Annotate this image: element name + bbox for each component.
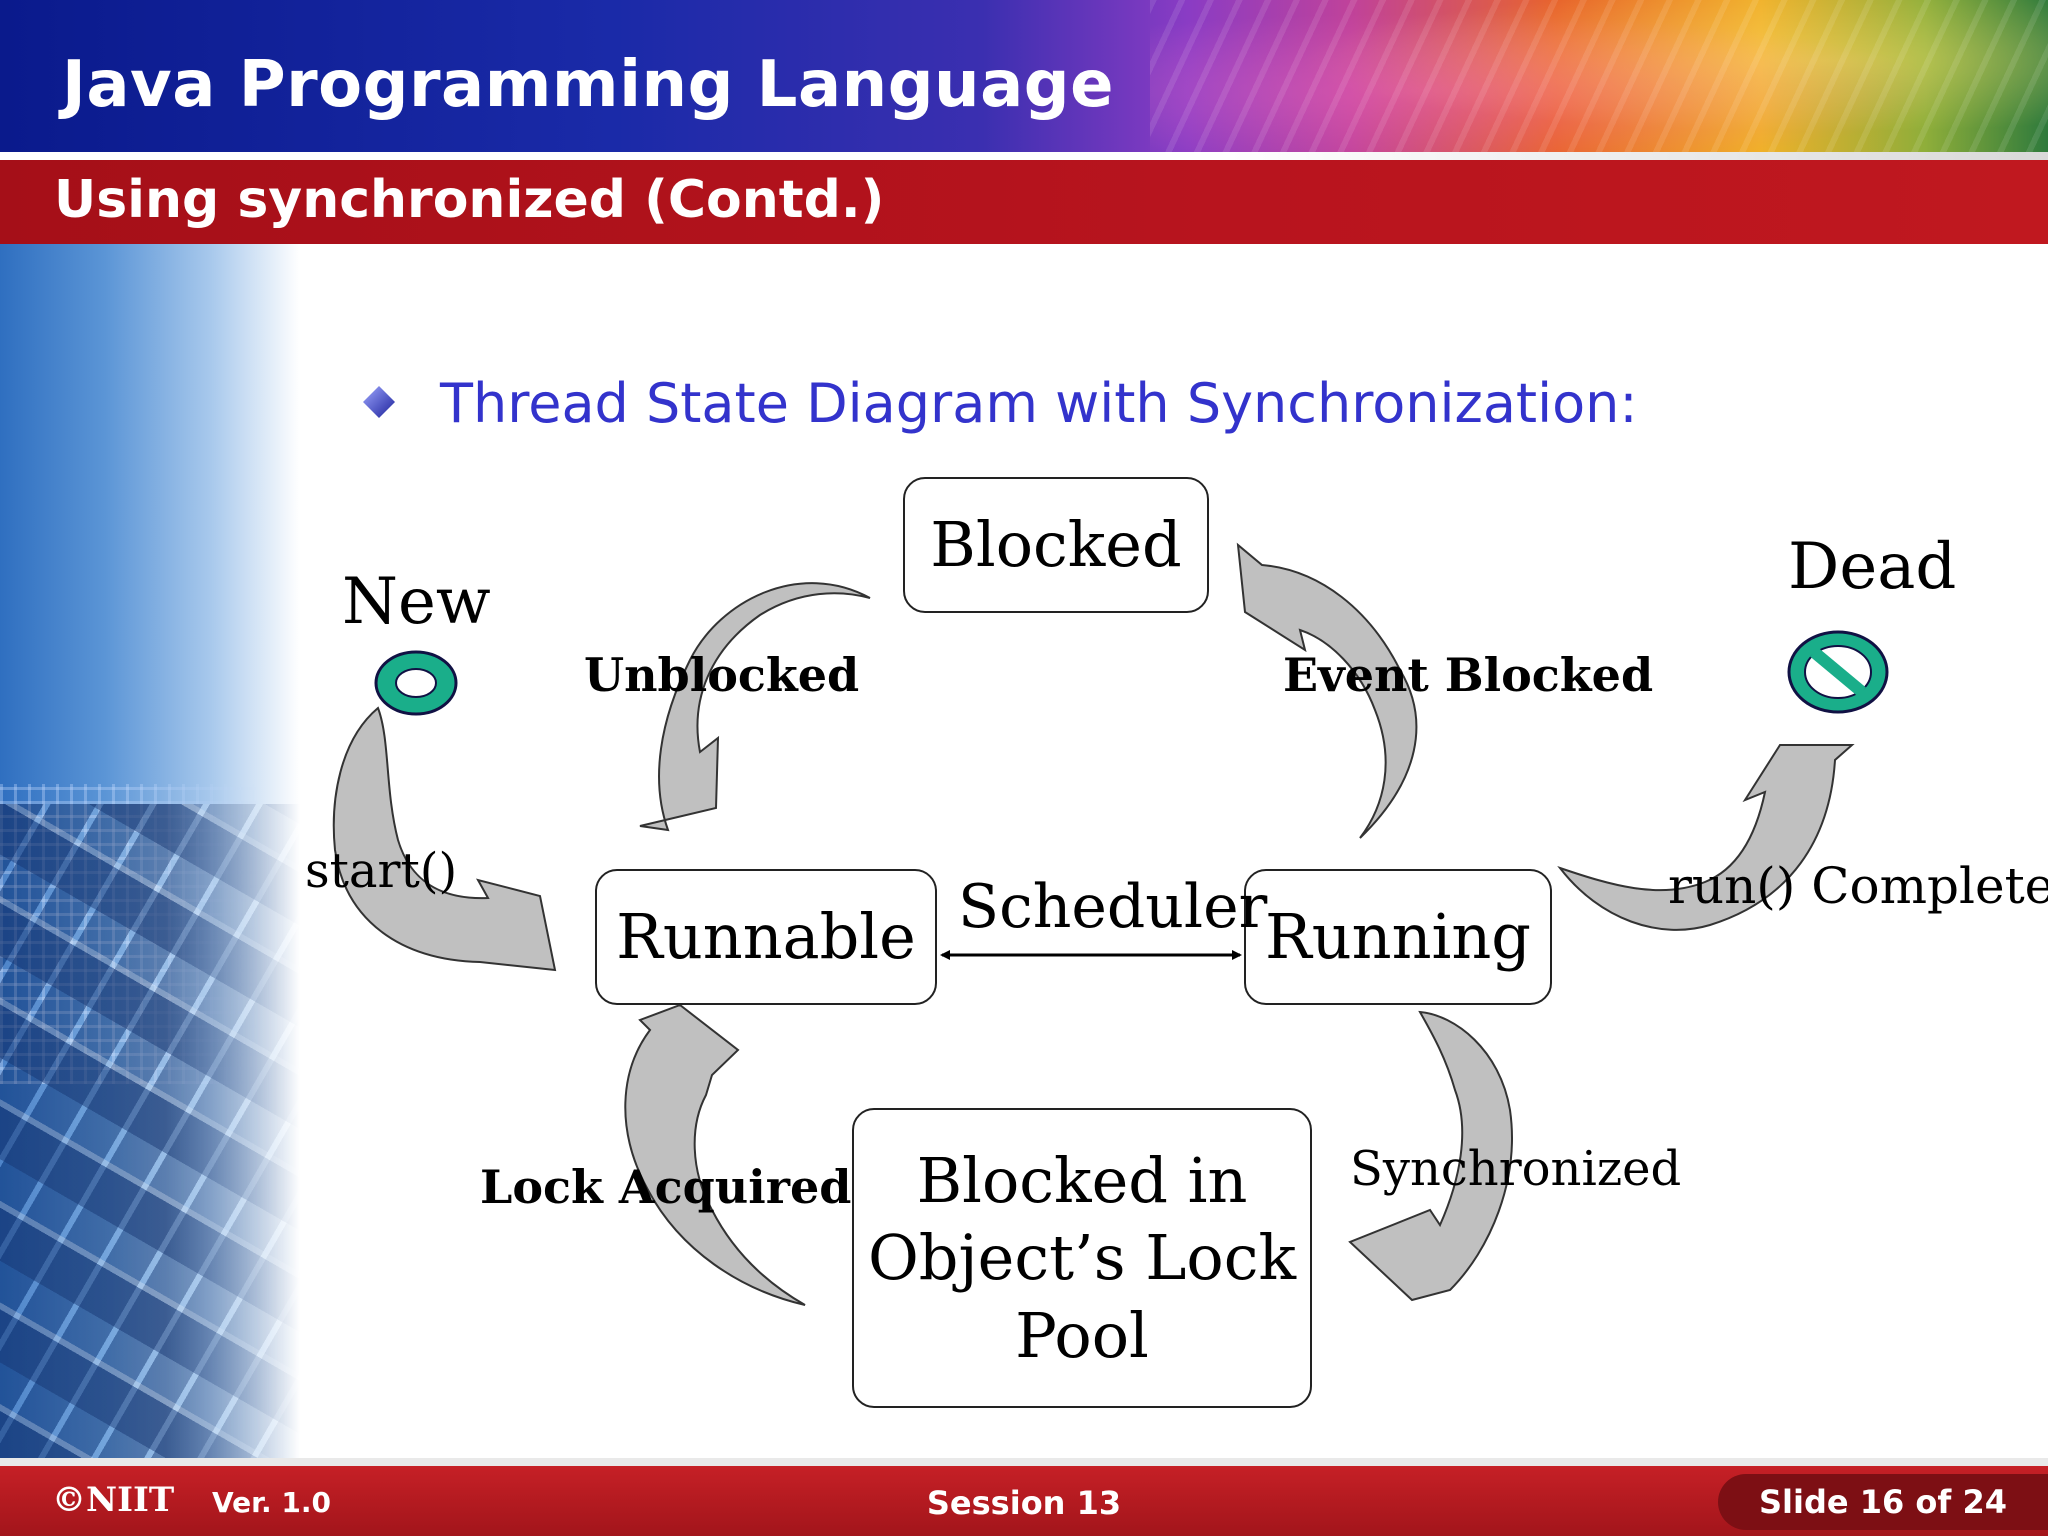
app-title: Java Programming Language (62, 48, 1114, 122)
footer-divider (0, 1458, 2048, 1466)
state-blocked: Blocked (903, 477, 1209, 613)
start-arrow (332, 706, 557, 972)
session-label: Session 13 (926, 1484, 1122, 1522)
run-completes-arrow (1557, 744, 1855, 931)
start-label: start() (305, 843, 458, 899)
left-decoration-panel (0, 244, 300, 1466)
unblocked-arrow (639, 582, 871, 832)
synchronized-arrow (1348, 1010, 1513, 1302)
subtitle-bar (0, 160, 2048, 244)
scheduler-label: Scheduler (958, 872, 1268, 942)
keyboard-decoration (0, 804, 300, 1464)
diamond-bullet-icon (363, 386, 395, 418)
new-label: New (342, 565, 491, 639)
header-decoration-image (1150, 0, 2048, 152)
unblocked-label: Unblocked (584, 648, 860, 702)
slide-counter: Slide 16 of 24 (1718, 1474, 2048, 1530)
lock-acquired-arrow (624, 1003, 806, 1306)
slide-title: Using synchronized (Contd.) (54, 170, 885, 230)
event-blocked-label: Event Blocked (1283, 648, 1654, 702)
state-runnable: Runnable (595, 869, 937, 1005)
lock-pool-line-3: Pool (1015, 1298, 1149, 1372)
slide-header: Java Programming Language (0, 0, 2048, 152)
niit-logo: ©NIIT (52, 1480, 175, 1520)
lock-pool-line-2: Object’s Lock (867, 1221, 1297, 1295)
synchronized-label: Synchronized (1350, 1141, 1682, 1197)
state-running: Running (1244, 869, 1552, 1005)
slide-footer: ©NIIT Ver. 1.0 Session 13 Slide 16 of 24 (0, 1466, 2048, 1536)
dead-state-icon (1787, 630, 1889, 714)
lock-acquired-label: Lock Acquired (480, 1160, 852, 1214)
version-label: Ver. 1.0 (212, 1486, 331, 1519)
dead-label: Dead (1788, 530, 1957, 604)
event-blocked-arrow (1236, 542, 1418, 839)
state-lock-pool: Blocked in Object’s Lock Pool (852, 1108, 1312, 1408)
new-state-icon (374, 650, 458, 716)
circuit-decoration (0, 784, 260, 1084)
lock-pool-line-1: Blocked in (916, 1143, 1248, 1217)
bullet-text: Thread State Diagram with Synchronizatio… (440, 372, 1638, 435)
header-divider (0, 152, 2048, 160)
run-completes-label: run() Completes (1668, 857, 2048, 915)
